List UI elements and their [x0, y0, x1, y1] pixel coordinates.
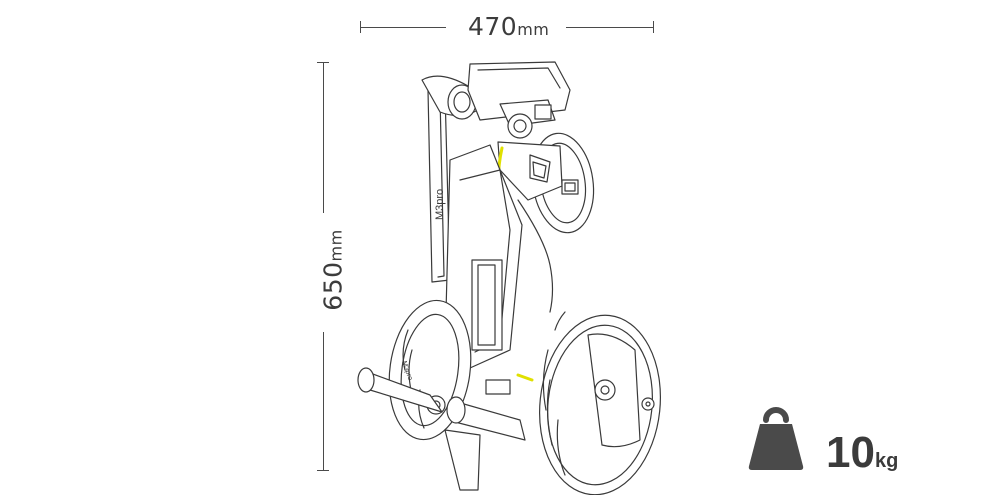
- width-unit: mm: [517, 20, 550, 39]
- height-bottom-cap: [317, 470, 329, 471]
- weight-value: 10: [826, 428, 875, 477]
- width-right-line: [566, 27, 654, 28]
- handle-tube: [421, 75, 479, 283]
- height-value: 650: [318, 261, 348, 311]
- height-top-line: [323, 62, 324, 213]
- chassis: [444, 144, 534, 395]
- width-label: 470mm: [468, 12, 549, 41]
- height-unit: mm: [326, 229, 346, 262]
- right-wheel: [538, 311, 662, 495]
- width-right-cap: [653, 21, 654, 33]
- weight-label: 10kg: [826, 428, 898, 478]
- trolley-illustration: M3pro M3pro: [357, 61, 662, 495]
- height-label: 650mm: [319, 229, 348, 310]
- handle-head: [467, 61, 571, 139]
- power-cable: [517, 199, 554, 313]
- width-left-line: [360, 27, 446, 28]
- width-value: 470: [468, 12, 518, 41]
- upper-wheel: [497, 132, 595, 234]
- height-bottom-line: [323, 332, 324, 471]
- axle-handle: [357, 367, 526, 491]
- weight-unit: kg: [874, 450, 899, 472]
- weight-icon: [748, 407, 804, 470]
- width-dimension: [360, 20, 655, 34]
- handle-brand-label: M3pro: [434, 189, 446, 220]
- height-dimension: [317, 62, 331, 472]
